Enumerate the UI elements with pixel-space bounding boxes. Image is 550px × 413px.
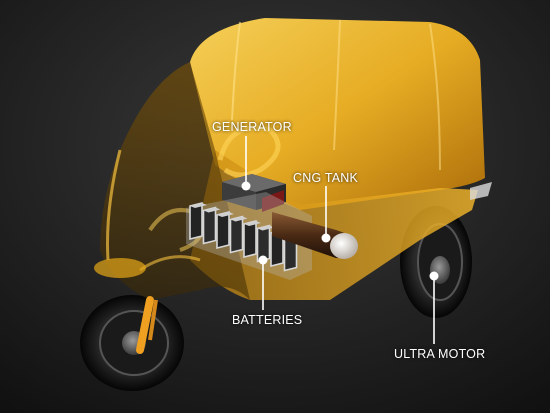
battery-cell-top [230,216,248,222]
cabin-roof [190,18,485,210]
battery-cell [243,219,257,259]
battery-cell [229,215,244,254]
generator-box [222,174,286,212]
batteries-dot [258,255,268,265]
battery-cell-top [190,203,207,208]
battery-cell-top [257,225,275,231]
generator-dot [241,181,251,191]
battery-cell [189,201,203,241]
cng-tank-shape [272,212,358,259]
generator-label: GENERATOR [212,120,292,134]
battery-cell [202,206,217,245]
cng-dot [321,233,331,243]
cng-tank-label: CNG TANK [293,171,359,185]
battery-cell-top [217,212,234,217]
battery-cell-top [244,221,261,226]
ultra-motor-label: ULTRA MOTOR [394,347,486,361]
motor-dot [429,271,439,281]
callout-lines [245,136,435,344]
battery-pack [186,192,312,280]
callout-dots [241,181,439,281]
front-wheel [80,295,184,391]
batteries-label: BATTERIES [232,313,303,327]
battery-cell-top [203,207,221,213]
battery-cell [216,210,230,250]
